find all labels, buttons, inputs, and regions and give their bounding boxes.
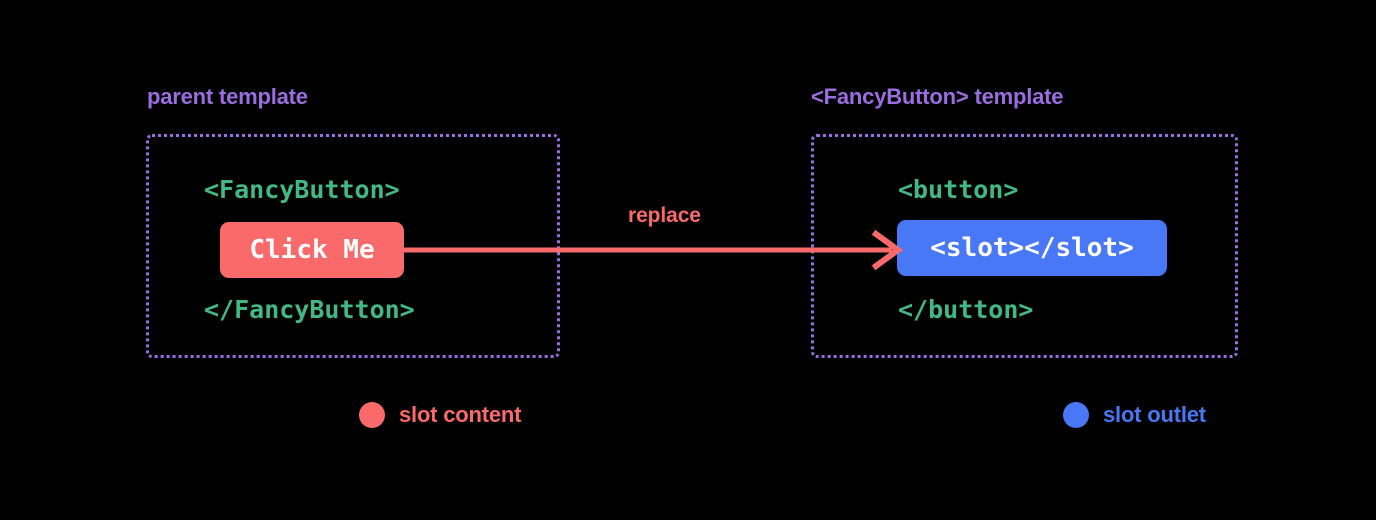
slot-outlet-dot-icon — [1063, 402, 1089, 428]
slot-content-dot-icon — [359, 402, 385, 428]
legend-label-slot-outlet: slot outlet — [1103, 402, 1206, 427]
fancybutton-template-heading: <FancyButton> template — [811, 84, 1064, 109]
code-close-fancybutton: </FancyButton> — [204, 295, 415, 324]
legend-item-slot-outlet: slot outlet — [1063, 402, 1206, 428]
legend-item-slot-content: slot content — [359, 402, 521, 428]
code-open-fancybutton: <FancyButton> — [204, 175, 400, 204]
parent-template-box — [146, 134, 560, 358]
code-open-button: <button> — [898, 175, 1019, 204]
fancybutton-template-box — [811, 134, 1238, 358]
slot-content-chip[interactable]: Click Me — [220, 222, 404, 278]
replace-arrow-icon — [404, 229, 904, 271]
parent-template-heading: parent template — [147, 84, 308, 109]
code-close-button: </button> — [898, 295, 1034, 324]
slot-outlet-chip[interactable]: <slot></slot> — [897, 220, 1167, 276]
replace-arrow-label: replace — [628, 204, 701, 227]
legend-label-slot-content: slot content — [399, 402, 522, 427]
